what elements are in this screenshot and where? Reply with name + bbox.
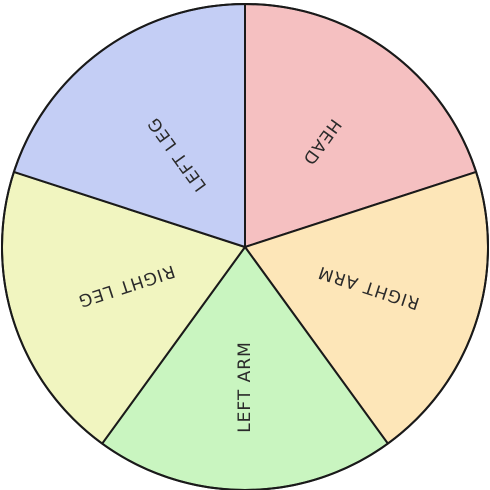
segment-label-left-arm: LEFT ARM bbox=[235, 341, 255, 433]
wheel-rim bbox=[1, 3, 489, 490]
